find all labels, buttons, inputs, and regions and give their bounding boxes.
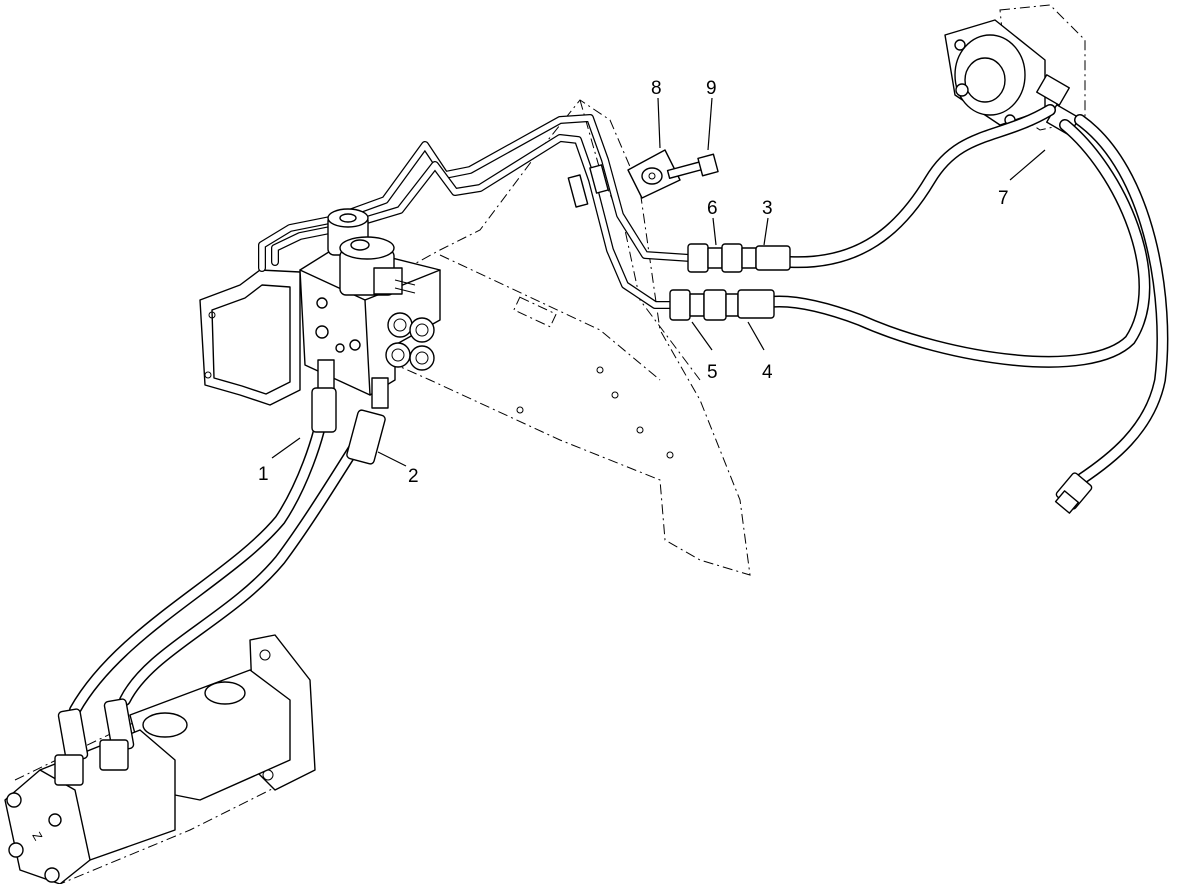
callout-6: 6 (707, 198, 718, 219)
callout-1: 1 (258, 464, 269, 485)
callouts: 1 2 3 4 5 6 7 8 9 (258, 78, 1009, 487)
clamp-bolt (666, 153, 719, 179)
callout-4: 4 (762, 362, 773, 383)
callout-leaders (271, 97, 1046, 467)
hydraulic-motor: Z (4, 634, 316, 884)
callout-9: 9 (706, 78, 717, 99)
callout-3: 3 (762, 198, 773, 219)
couplers-upper (687, 243, 791, 273)
callout-5: 5 (707, 362, 718, 383)
callout-2: 2 (408, 466, 419, 487)
tube-clamp (627, 149, 681, 199)
valve-bracket (199, 269, 301, 406)
hydraulic-hoses (69, 104, 1169, 716)
hydraulic-pump (944, 4, 1086, 136)
steel-tubes (258, 114, 694, 309)
callout-8: 8 (651, 78, 662, 99)
callout-7: 7 (998, 188, 1009, 209)
hose-end-fitting (1054, 472, 1093, 514)
valve-hose-fittings (311, 359, 389, 465)
couplers-lower (669, 289, 775, 321)
